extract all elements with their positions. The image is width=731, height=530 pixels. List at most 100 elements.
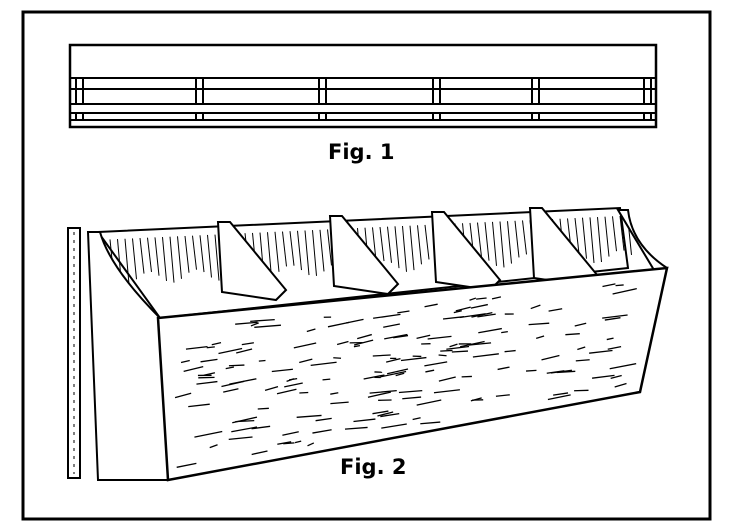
- grain-stroke: [565, 333, 580, 336]
- grain-stroke: [530, 304, 541, 310]
- grain-stroke: [176, 462, 197, 468]
- hatch-line: [394, 226, 400, 269]
- hatch-line: [177, 236, 182, 279]
- front-panel: [156, 266, 669, 482]
- grain-stroke: [223, 388, 239, 393]
- grain-stroke: [200, 358, 218, 363]
- grain-stroke: [218, 347, 243, 355]
- grain-stroke: [614, 382, 627, 388]
- grain-stroke: [424, 303, 438, 308]
- grain-stroke: [211, 342, 222, 346]
- hatch-line: [574, 218, 580, 254]
- hatch-line: [604, 216, 610, 257]
- divider-mark: [75, 77, 84, 90]
- grain-stroke: [251, 425, 271, 430]
- grain-stroke: [264, 385, 279, 392]
- grain-stroke: [402, 396, 422, 400]
- grain-stroke: [225, 366, 235, 370]
- grain-stroke: [353, 339, 374, 346]
- grain-stroke: [299, 358, 313, 364]
- hatch-line: [522, 220, 527, 255]
- divider-panel: [216, 221, 288, 302]
- grain-stroke: [174, 392, 192, 399]
- hatch-line: [162, 236, 167, 282]
- grain-stroke: [476, 297, 487, 300]
- grain-stroke: [393, 334, 409, 339]
- grain-stroke: [236, 348, 253, 354]
- grain-stroke: [491, 296, 502, 300]
- grain-stroke: [276, 388, 297, 395]
- divider-mark: [531, 112, 540, 121]
- grain-stroke: [241, 342, 254, 346]
- hatch-line: [619, 215, 625, 251]
- hatch-line: [327, 229, 332, 266]
- grain-stroke: [477, 313, 496, 318]
- grain-stroke: [424, 361, 448, 367]
- grain-stroke: [397, 310, 410, 314]
- grain-stroke: [602, 314, 628, 319]
- grain-stroke: [336, 340, 349, 346]
- grain-stroke: [180, 359, 190, 364]
- hatch-line: [312, 230, 317, 276]
- grain-stroke: [478, 327, 502, 334]
- hatch-line: [409, 225, 415, 271]
- grain-stroke: [615, 284, 624, 287]
- grain-stroke: [373, 313, 401, 319]
- hatch-line: [492, 221, 497, 266]
- grain-stroke: [425, 369, 435, 373]
- grain-stroke: [282, 431, 299, 436]
- hatch-line: [139, 238, 145, 274]
- grain-stroke: [455, 306, 471, 312]
- grain-stroke: [427, 335, 452, 340]
- grain-stroke: [209, 444, 218, 449]
- divider-mark: [195, 88, 204, 105]
- grain-stroke: [612, 287, 637, 295]
- hatch-line: [424, 224, 430, 260]
- grain-stroke: [185, 346, 208, 350]
- divider-mark: [318, 77, 327, 90]
- grain-stroke: [528, 322, 550, 326]
- grain-stroke: [372, 410, 389, 415]
- grain-stroke: [235, 321, 258, 325]
- grain-stroke: [333, 357, 342, 359]
- hatch-line: [612, 216, 617, 252]
- hatch-line: [597, 216, 602, 263]
- grain-stroke: [194, 430, 223, 438]
- grain-stroke: [420, 421, 441, 425]
- grain-stroke: [495, 394, 510, 397]
- grain-stroke: [283, 442, 295, 445]
- divider-mark: [75, 112, 84, 121]
- grain-stroke: [353, 344, 361, 348]
- hatch-line: [417, 225, 422, 265]
- grain-stroke: [553, 392, 569, 396]
- grain-stroke: [446, 345, 470, 350]
- grain-stroke: [312, 429, 332, 434]
- grain-stroke: [440, 349, 453, 352]
- grain-stroke: [258, 359, 266, 362]
- hatch-line: [207, 234, 212, 278]
- grain-stroke: [271, 368, 293, 373]
- grain-stroke: [188, 403, 210, 408]
- divider-mark: [318, 112, 327, 121]
- grain-stroke: [307, 442, 315, 447]
- grain-stroke: [315, 417, 332, 422]
- grain-stroke: [470, 397, 482, 402]
- grain-stroke: [433, 389, 460, 394]
- hatch-line: [484, 222, 490, 261]
- divider-mark: [432, 112, 441, 121]
- hatch-line: [289, 231, 295, 266]
- grain-stroke: [330, 401, 349, 405]
- hatch-line: [514, 220, 520, 258]
- grain-stroke: [470, 303, 488, 309]
- grain-stroke: [504, 349, 516, 353]
- grain-stroke: [384, 333, 408, 340]
- fig1-drawing: [68, 43, 658, 129]
- grain-stroke: [525, 369, 537, 372]
- divider-mark: [195, 112, 204, 121]
- grain-stroke: [438, 354, 447, 357]
- divider-mark: [531, 77, 540, 90]
- grain-stroke: [459, 340, 485, 348]
- grain-stroke: [400, 356, 427, 362]
- grain-stroke: [380, 370, 407, 378]
- grain-stroke: [472, 353, 499, 358]
